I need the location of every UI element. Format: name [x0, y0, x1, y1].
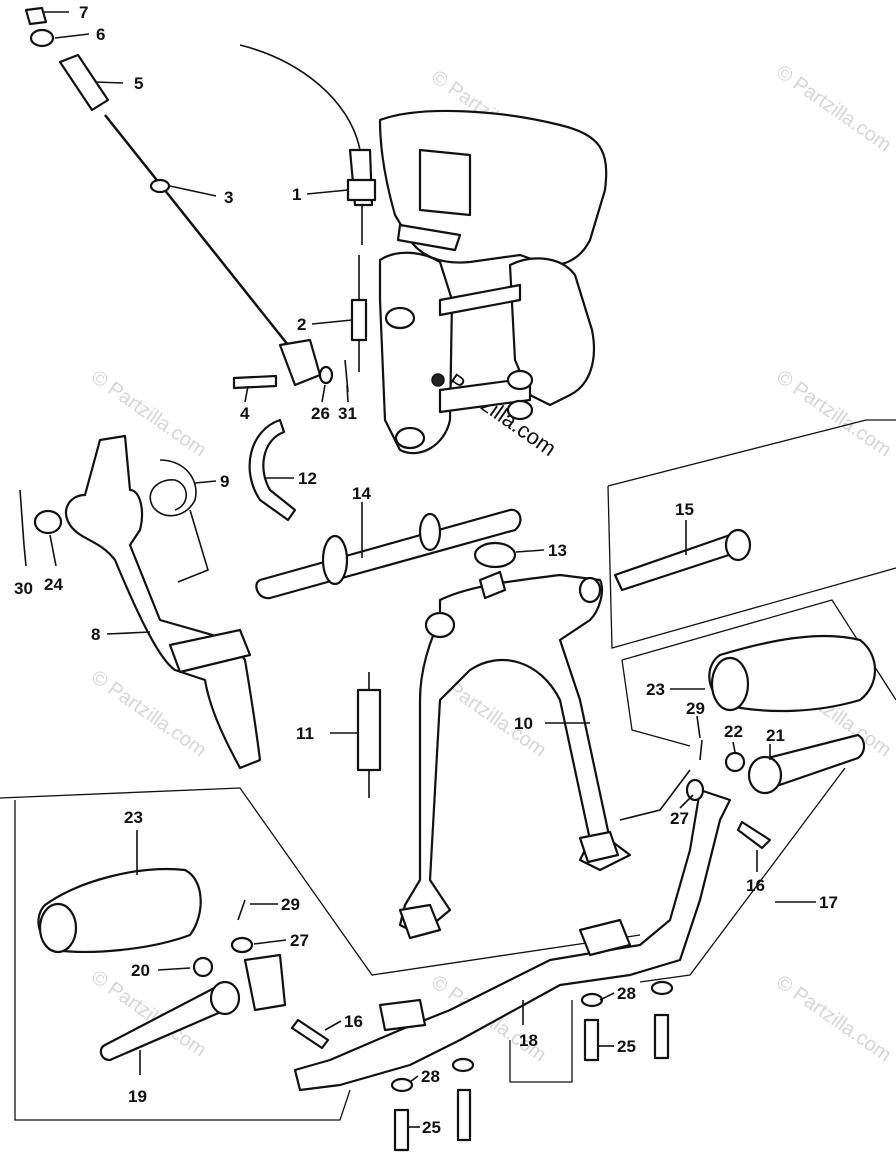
group-outlines: [0, 419, 896, 1121]
callout-20: 20: [131, 961, 150, 980]
watermark-text: © Partzilla.com: [87, 666, 210, 761]
pivot-bolt-illustration: [613, 528, 752, 592]
callout-29-left: 29: [281, 895, 300, 914]
callout-4: 4: [240, 404, 250, 423]
callout-12: 12: [298, 469, 317, 488]
callout-28-left: 28: [421, 1067, 440, 1086]
callout-15: 15: [675, 500, 694, 519]
callout-28-right: 28: [617, 984, 636, 1003]
footrest-peg-left-illustration: [99, 899, 254, 1062]
shaft-illustration: [255, 508, 522, 600]
callout-13: 13: [548, 541, 567, 560]
bolts-16-illustration: [290, 820, 772, 1050]
bracket-illustration: [248, 418, 297, 522]
callout-27-right: 27: [670, 809, 689, 828]
callout-26: 26: [311, 404, 330, 423]
callout-21: 21: [766, 726, 785, 745]
callout-16-left: 16: [344, 1012, 363, 1031]
callout-25-left: 25: [422, 1118, 441, 1137]
callout-27-left: 27: [290, 931, 309, 950]
footrest-rubber-right-illustration: [708, 634, 876, 713]
callout-3: 3: [224, 188, 233, 207]
watermark-text: © Partzilla.com: [772, 971, 895, 1066]
callout-1: 1: [292, 185, 301, 204]
callout-29-right: 29: [686, 699, 705, 718]
callout-23-left: 23: [124, 808, 143, 827]
frame-illustration: [378, 109, 608, 455]
watermark-text: © Partzilla.com: [772, 61, 895, 156]
cap-illustration: [473, 541, 517, 569]
callout-22: 22: [724, 722, 743, 741]
brake-switch-illustration: [239, 44, 377, 372]
callout-6: 6: [96, 25, 105, 44]
callout-19: 19: [128, 1087, 147, 1106]
callout-10: 10: [514, 714, 533, 733]
callout-7: 7: [79, 3, 88, 22]
callout-17: 17: [819, 893, 838, 912]
footrest-rubber-left-illustration: [37, 867, 202, 954]
footrest-bar-illustration: [243, 778, 732, 1092]
callout-25-right: 25: [617, 1037, 636, 1056]
callout-8: 8: [91, 625, 100, 644]
watermark-text: © Partzilla.com: [772, 366, 895, 461]
callout-31: 31: [338, 404, 357, 423]
callout-2: 2: [297, 315, 306, 334]
callout-24: 24: [44, 575, 63, 594]
center-stand-illustration: [398, 570, 691, 940]
callout-30: 30: [14, 579, 33, 598]
callout-labels: 7 6 5 3 1 2 4 26 31 9 12 14 13 15 30 24 …: [14, 3, 838, 1137]
brake-rod-illustration: [24, 6, 349, 393]
footrest-peg-right-illustration: [699, 733, 866, 795]
callout-11: 11: [296, 724, 314, 743]
callout-16-right: 16: [746, 876, 765, 895]
callout-18: 18: [519, 1031, 538, 1050]
callout-5: 5: [134, 74, 143, 93]
callout-9: 9: [220, 472, 229, 491]
bolts-25-illustration: [390, 980, 674, 1152]
brake-pedal-illustration: [19, 434, 262, 770]
leader-lines: [23, 11, 816, 1128]
callout-23-right: 23: [646, 680, 665, 699]
callout-14: 14: [352, 484, 371, 503]
stand-spring-illustration: [356, 672, 382, 798]
